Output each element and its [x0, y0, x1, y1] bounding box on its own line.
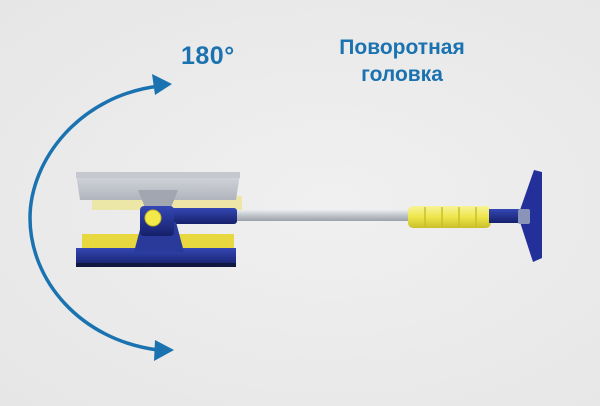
brush-head — [76, 206, 236, 267]
caption: Поворотная головка — [322, 34, 482, 88]
telescopic-pole — [165, 208, 414, 224]
brush-head-rotated-ghost — [76, 172, 242, 210]
caption-line-1: Поворотная — [339, 36, 465, 59]
rotation-arrow-icon — [28, 74, 174, 361]
rotation-angle-label: 180° — [181, 42, 235, 70]
foam-grip — [408, 206, 491, 228]
ice-scraper — [489, 170, 542, 262]
caption-line-2: головка — [361, 63, 443, 86]
